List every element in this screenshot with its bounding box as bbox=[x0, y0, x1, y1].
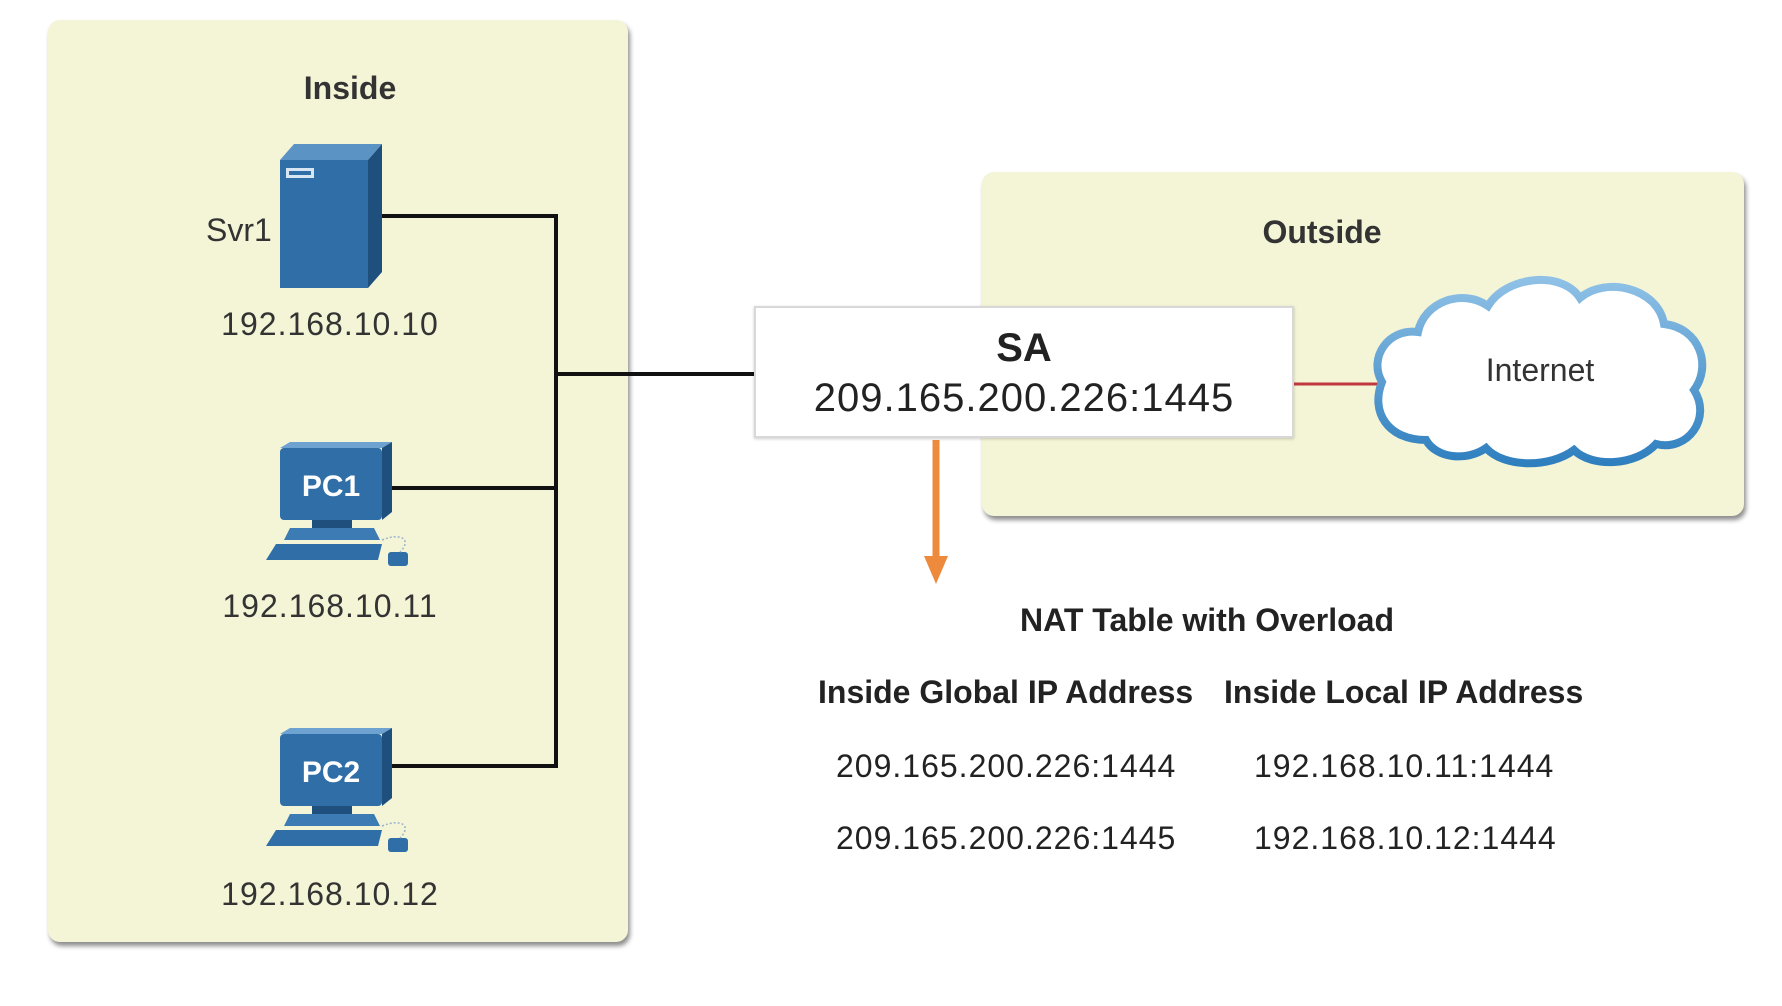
internet-label: Internet bbox=[1485, 352, 1595, 388]
pc2-icon: PC2 bbox=[266, 728, 408, 852]
source-address-value: 209.165.200.226:1445 bbox=[813, 376, 1235, 420]
nat-row-1-global: 209.165.200.226:1444 bbox=[836, 748, 1177, 784]
link-server bbox=[380, 214, 558, 374]
nat-table-title: NAT Table with Overload bbox=[1020, 602, 1394, 638]
nat-table-header-local: Inside Local IP Address bbox=[1224, 674, 1584, 710]
pc2-screen-label: PC2 bbox=[302, 756, 360, 789]
source-address-box: SA 209.165.200.226:1445 bbox=[754, 306, 1294, 438]
nat-row-2-global: 209.165.200.226:1445 bbox=[836, 820, 1177, 856]
server-icon bbox=[280, 144, 382, 288]
pc2-ip: 192.168.10.12 bbox=[221, 876, 439, 912]
pc1-icon: PC1 bbox=[266, 442, 408, 566]
pc1-ip: 192.168.10.11 bbox=[222, 588, 438, 624]
internet-cloud-icon bbox=[1373, 275, 1707, 468]
server-name: Svr1 bbox=[206, 212, 272, 248]
outside-zone-title: Outside bbox=[1262, 214, 1382, 250]
server-ip: 192.168.10.10 bbox=[221, 306, 439, 342]
link-pc2 bbox=[388, 374, 558, 768]
nat-row-2-local: 192.168.10.12:1444 bbox=[1254, 820, 1557, 856]
source-address-title: SA bbox=[996, 326, 1052, 370]
nat-table-header-global: Inside Global IP Address bbox=[818, 674, 1194, 710]
nat-row-1-local: 192.168.10.11:1444 bbox=[1254, 748, 1555, 784]
inside-zone-title: Inside bbox=[303, 70, 397, 106]
pc1-screen-label: PC1 bbox=[302, 470, 360, 503]
